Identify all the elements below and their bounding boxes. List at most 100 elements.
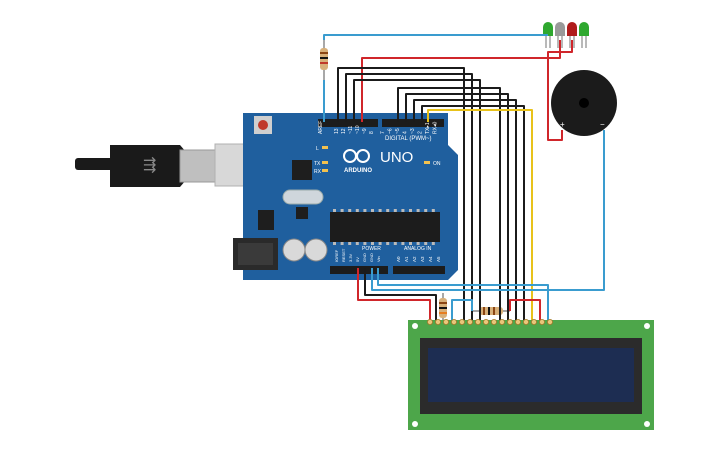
digital-pin-label: ~10 <box>355 125 361 134</box>
usb-cable: ⇶ <box>75 143 251 187</box>
on-label: ON <box>433 161 441 167</box>
chip-pin <box>333 209 336 212</box>
wire-group <box>323 34 605 320</box>
led <box>567 22 577 36</box>
chip-pin <box>424 209 428 212</box>
lcd-pin <box>458 318 465 325</box>
lcd-pin <box>506 318 513 325</box>
lcd-pin <box>426 318 433 325</box>
analog-pin-label: A4 <box>428 256 433 262</box>
chip-pin <box>431 242 435 245</box>
chip-pin <box>355 209 359 212</box>
chip-pin <box>393 242 397 245</box>
chip-pin <box>340 242 344 245</box>
chip-pin <box>333 242 336 245</box>
digital-pin-label: 12 <box>341 128 347 134</box>
lcd-pin <box>442 318 449 325</box>
power-pin-label: 3.3V <box>348 253 353 262</box>
power-pin-label: GND <box>362 253 367 262</box>
resistor-1 <box>320 40 328 80</box>
usb-icon: ⇶ <box>143 155 156 174</box>
rx-label: RX <box>314 169 322 175</box>
buzzer: + − <box>551 70 617 136</box>
resistor-2 <box>439 293 447 322</box>
lcd-pin <box>515 318 522 325</box>
chip-pin <box>424 242 428 245</box>
led-group <box>543 22 589 48</box>
analog-pin-label: A0 <box>396 256 401 262</box>
digital-pin-label: ~6 <box>388 128 394 134</box>
chip-pin <box>371 242 374 245</box>
chip-pin <box>386 209 390 212</box>
model-label: UNO <box>380 149 413 166</box>
digital-pin-label: 13 <box>334 128 340 134</box>
analog-pin-label: A2 <box>412 256 417 262</box>
digital-pin-label: ~9 <box>362 128 368 134</box>
buzzer-plus-label: + <box>560 120 565 129</box>
led <box>579 22 589 36</box>
chip-pin <box>363 209 367 212</box>
lcd-screen <box>428 348 634 402</box>
digital-pin-label: ~5 <box>395 128 401 134</box>
analog-pin-label: A5 <box>436 256 441 262</box>
led <box>543 22 553 36</box>
lcd-pin <box>450 318 457 325</box>
power-pin-label: RESET <box>341 248 346 262</box>
arduino-logo-icon <box>343 149 370 163</box>
lcd-pin <box>434 318 441 325</box>
lcd-pin <box>466 318 473 325</box>
analog-pin-label: A1 <box>404 256 409 262</box>
digital-pin-label: 2 <box>418 131 424 134</box>
chip-pin <box>348 209 352 212</box>
lcd-pin <box>474 318 481 325</box>
lcd-pin <box>490 318 497 325</box>
power-pin-label: 5V <box>355 257 360 262</box>
chip-pin <box>386 242 390 245</box>
digital-pin-label: TX▸1 <box>425 122 431 134</box>
digital-pin-label: ~3 <box>410 128 416 134</box>
chip-pin <box>340 209 344 212</box>
analog-pin-label: A3 <box>420 256 425 262</box>
brand-label: ARDUINO <box>344 168 372 174</box>
chip-pin <box>363 242 367 245</box>
chip-pin <box>409 242 412 245</box>
buzzer-minus-label: − <box>600 120 605 129</box>
power-pin-label: IOREF <box>334 249 339 262</box>
power-label: POWER <box>362 246 381 252</box>
digital-pin-label: 8 <box>369 131 375 134</box>
chip-pin <box>348 242 352 245</box>
chip-pin <box>401 209 405 212</box>
chip-pin <box>431 209 435 212</box>
chip-pin <box>416 209 420 212</box>
lcd-pin <box>531 318 538 325</box>
lcd-display <box>408 318 654 430</box>
chip-pin <box>378 209 382 212</box>
chip-pin <box>355 242 359 245</box>
chip-pin <box>393 209 397 212</box>
lcd-pin <box>523 318 530 325</box>
digital-pin-label: ~11 <box>348 126 354 134</box>
analog-label: ANALOG IN <box>404 246 432 252</box>
lcd-pin <box>539 318 546 325</box>
digital-pin-label: 4 <box>403 131 409 134</box>
chip-pin <box>378 242 382 245</box>
aref-label: AREF <box>318 121 324 134</box>
atmega-chip <box>330 212 440 242</box>
lcd-pin <box>547 318 554 325</box>
digital-pin-label: RX◂0 <box>433 122 439 134</box>
digital-label: DIGITAL (PWM~) <box>385 136 432 142</box>
led <box>555 22 565 36</box>
lcd-pin <box>482 318 489 325</box>
power-pin-label: Vin <box>376 256 381 262</box>
resistor-3 <box>472 307 510 315</box>
l-led-label: L <box>316 146 319 152</box>
chip-pin <box>409 209 412 212</box>
digital-pin-label: 7 <box>380 131 386 134</box>
chip-pin <box>416 242 420 245</box>
power-pin-label: GND <box>369 253 374 262</box>
chip-pin <box>401 242 405 245</box>
tx-label: TX <box>314 161 321 167</box>
lcd-pin <box>498 318 505 325</box>
